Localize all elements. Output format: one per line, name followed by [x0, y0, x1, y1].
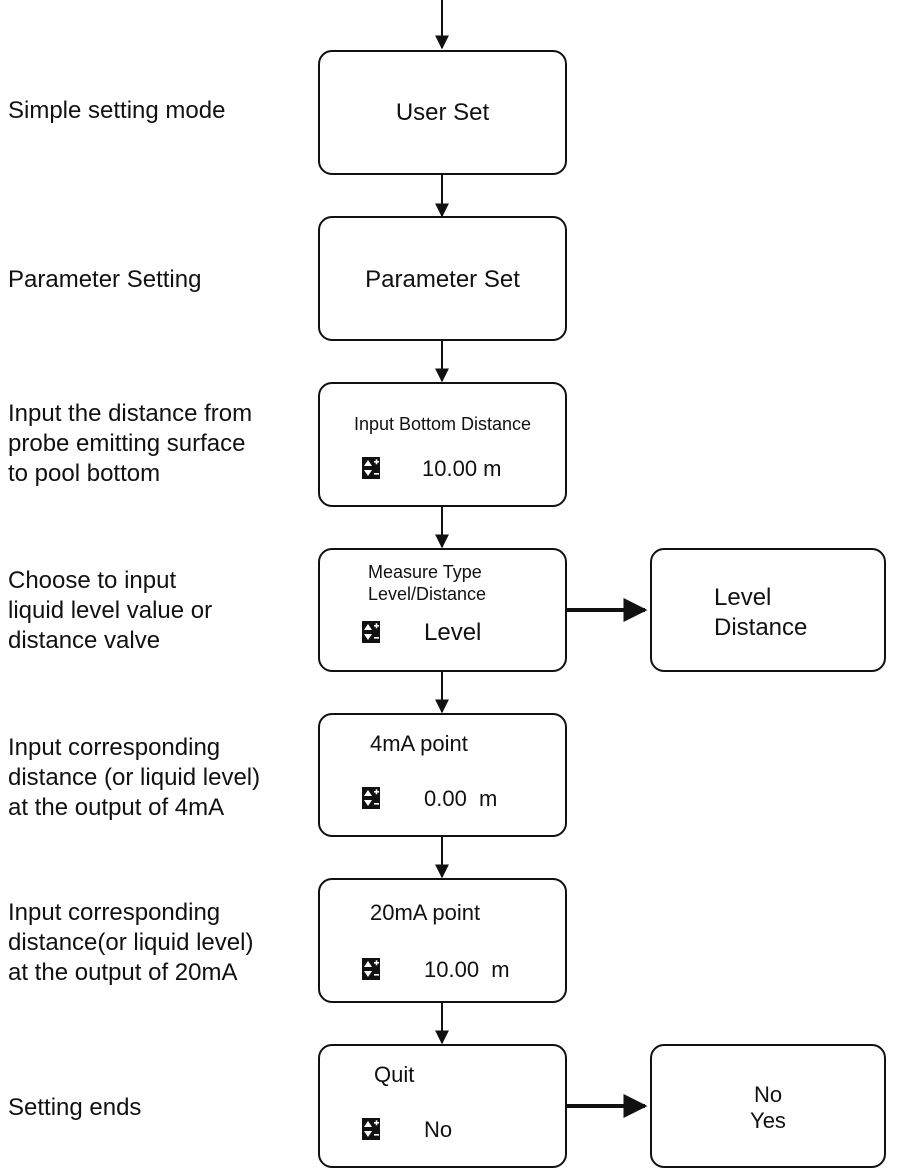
- label-input-4ma-1: Input corresponding: [8, 734, 221, 761]
- option-distance: Distance: [714, 614, 808, 641]
- label-input-distance-2: probe emitting surface: [8, 430, 246, 457]
- quit-value: No: [424, 1117, 453, 1142]
- quit-title: Quit: [374, 1062, 415, 1087]
- ma20-point-title: 20mA point: [370, 900, 481, 925]
- label-input-20ma-3: at the output of 20mA: [8, 959, 238, 986]
- measure-type-value: Level: [424, 619, 482, 646]
- label-simple-setting-mode: Simple setting mode: [8, 97, 226, 124]
- ma4-point-title: 4mA point: [370, 731, 468, 756]
- label-input-20ma-2: distance(or liquid level): [8, 929, 254, 956]
- label-input-20ma-1: Input corresponding: [8, 899, 221, 926]
- quit-box: Quit No: [318, 1044, 567, 1168]
- label-parameter-setting: Parameter Setting: [8, 266, 202, 293]
- label-choose-type-3: distance valve: [8, 627, 161, 654]
- label-choose-type-2: liquid level value or: [8, 597, 213, 624]
- plus-minus-adjust-icon: [362, 1118, 380, 1140]
- plus-minus-adjust-icon: [362, 621, 380, 643]
- ma20-point-box: 20mA point 10.00 m: [318, 878, 567, 1003]
- user-set-box: User Set: [318, 50, 567, 175]
- bottom-distance-box: Input Bottom Distance 10.00 m: [318, 382, 567, 507]
- option-no: No: [753, 1082, 783, 1107]
- ma4-point-value: 0.00 m: [424, 786, 498, 811]
- measure-type-subtitle: Level/Distance: [368, 584, 487, 604]
- option-level: Level: [714, 584, 772, 611]
- parameter-set-text: Parameter Set: [365, 266, 520, 293]
- ma20-point-value: 10.00 m: [424, 957, 510, 982]
- label-input-distance-3: to pool bottom: [8, 460, 161, 487]
- plus-minus-adjust-icon: [362, 787, 380, 809]
- option-yes: Yes: [750, 1108, 786, 1133]
- plus-minus-adjust-icon: [362, 457, 380, 479]
- plus-minus-adjust-icon: [362, 958, 380, 980]
- user-set-text: User Set: [395, 99, 490, 126]
- measure-type-title: Measure Type: [368, 562, 482, 582]
- label-setting-ends: Setting ends: [8, 1094, 142, 1121]
- label-input-4ma-2: distance (or liquid level): [8, 764, 261, 791]
- label-input-distance-1: Input the distance from: [8, 400, 253, 427]
- bottom-distance-value: 10.00 m: [422, 456, 502, 481]
- label-input-4ma-3: at the output of 4mA: [8, 794, 225, 821]
- parameter-set-box: Parameter Set: [318, 216, 567, 341]
- measure-options-box: Level Distance: [650, 548, 886, 672]
- measure-type-box: Measure Type Level/Distance Level: [318, 548, 567, 672]
- bottom-distance-title: Input Bottom Distance: [353, 414, 532, 434]
- label-choose-type-1: Choose to input: [8, 567, 177, 594]
- quit-options-box: No Yes: [650, 1044, 886, 1168]
- ma4-point-box: 4mA point 0.00 m: [318, 713, 567, 837]
